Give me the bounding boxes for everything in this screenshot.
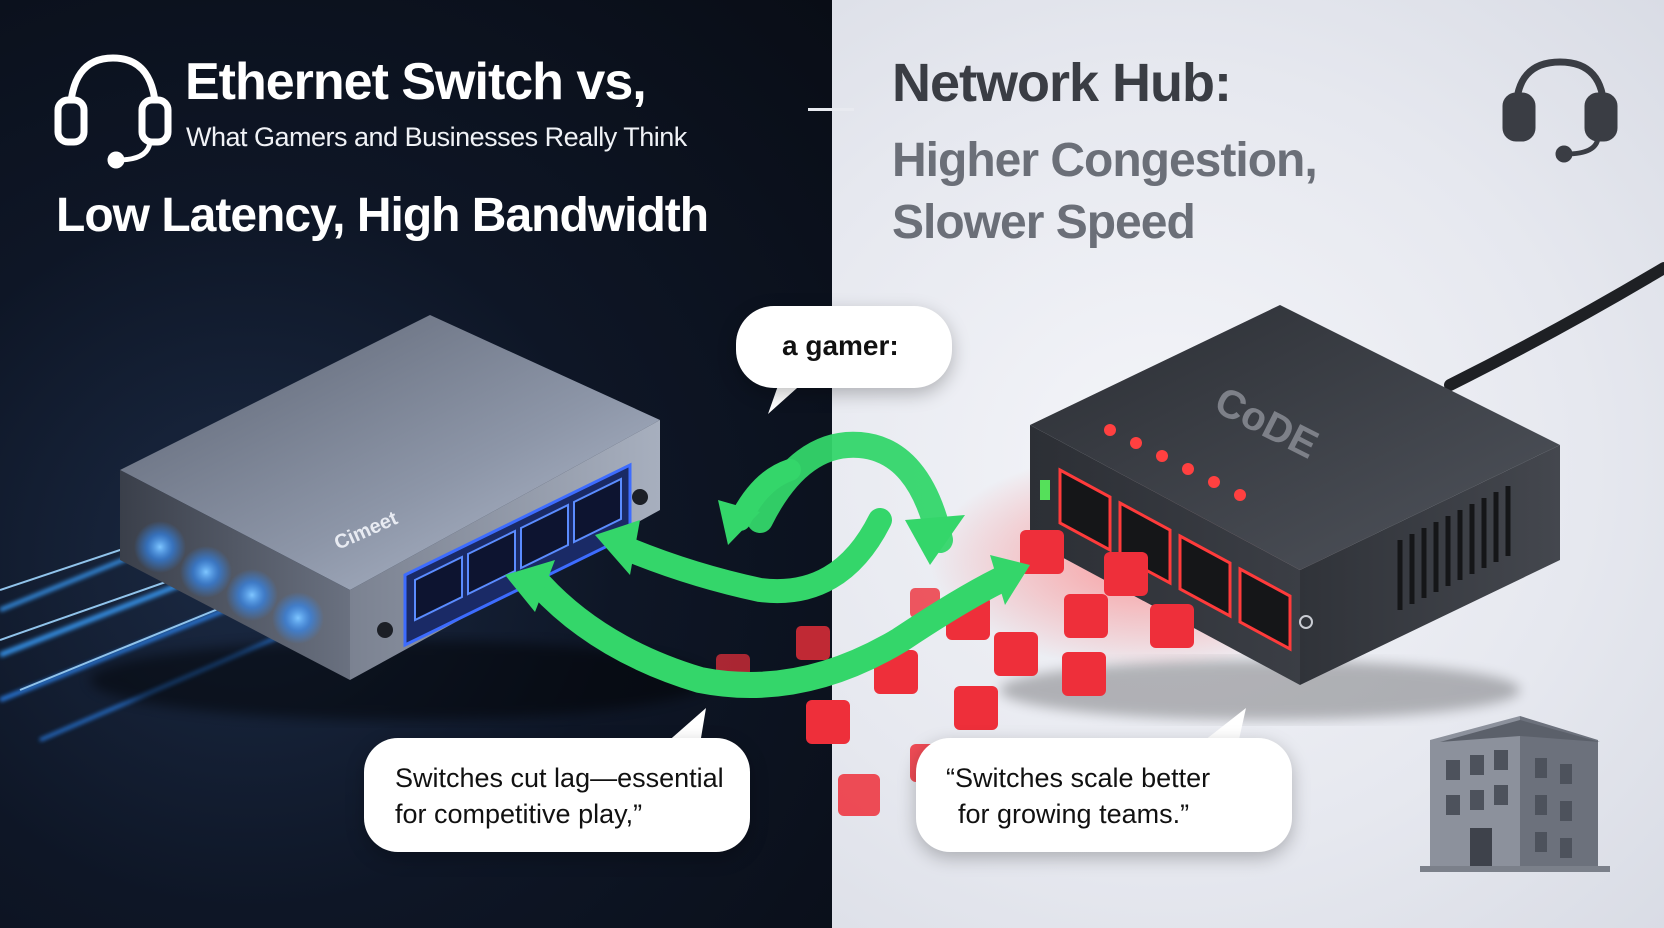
left-quote-tail	[665, 708, 706, 744]
left-title: Ethernet Switch vs,	[185, 53, 647, 111]
ethernet-switch-device: Cimeet	[90, 315, 710, 720]
network-hub-device: CoDE	[930, 305, 1560, 720]
gamer-quote-line1: Switches cut lag—essential	[395, 763, 724, 793]
right-quote-tail	[1200, 708, 1246, 744]
business-quote-bubble	[916, 738, 1292, 852]
business-quote-line2: for growing teams.”	[958, 799, 1190, 829]
headset-icon	[54, 54, 172, 169]
hub-cable	[1444, 262, 1664, 391]
right-tagline: Higher Congestion, Slower Speed	[892, 130, 1318, 254]
right-title: Network Hub:	[892, 53, 1232, 113]
business-quote-line1: “Switches scale better	[946, 763, 1211, 793]
green-arrows	[505, 431, 1030, 698]
right-tagline-line2: Slower Speed	[892, 196, 1196, 249]
gamer-quote-line2: for competitive play,”	[395, 799, 643, 829]
left-subtitle: What Gamers and Businesses Really Think	[186, 122, 687, 152]
right-tagline-line1: Higher Congestion,	[892, 134, 1318, 187]
gamer-speech-bubble	[736, 306, 952, 388]
building-icon	[1420, 716, 1610, 872]
gamer-quote-text: Switches cut lag—essential for competiti…	[395, 760, 724, 832]
business-quote-text: “Switches scale better for growing teams…	[946, 760, 1210, 832]
red-packets	[716, 530, 1194, 816]
gamer-bubble-text: a gamer:	[782, 330, 899, 361]
gamer-bubble-tail	[768, 380, 806, 414]
left-tagline: Low Latency, High Bandwidth	[56, 189, 709, 242]
gamer-quote-bubble	[364, 738, 750, 852]
headset-icon	[1502, 58, 1618, 163]
divider-dash	[808, 108, 854, 111]
